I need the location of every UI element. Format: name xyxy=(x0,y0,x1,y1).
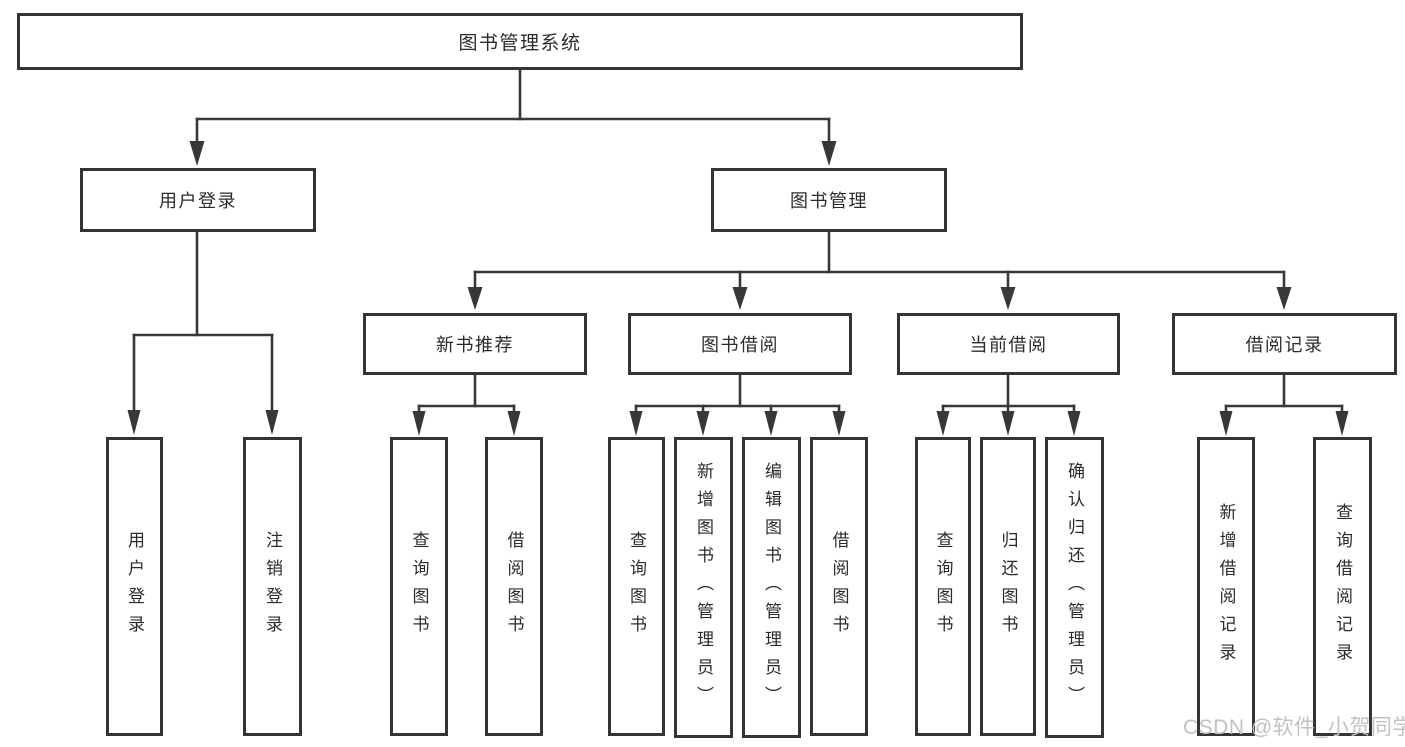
node-label: 用户登录 xyxy=(159,191,237,211)
node-label: 用户登录 xyxy=(125,530,144,643)
node-borrow-records: 借阅记录 xyxy=(1172,313,1397,375)
leaf-edit-books-admin: 编辑图书（管理员） xyxy=(742,437,801,738)
node-user-login: 用户登录 xyxy=(80,168,316,232)
leaf-query-books-recommend: 查询图书 xyxy=(390,437,448,736)
node-label: 编辑图书（管理员） xyxy=(762,461,781,714)
node-label: 图书管理系统 xyxy=(458,33,582,54)
node-label: 注销登录 xyxy=(263,530,282,643)
node-label: 查询借阅记录 xyxy=(1333,502,1352,671)
node-library-management-system: 图书管理系统 xyxy=(17,13,1023,70)
csdn-watermark: CSDN @软件_小贺同学 xyxy=(1183,716,1405,739)
leaf-return-books: 归还图书 xyxy=(980,437,1036,736)
leaf-confirm-return-admin: 确认归还（管理员） xyxy=(1045,437,1104,738)
leaf-query-borrow-record: 查询借阅记录 xyxy=(1313,437,1372,736)
node-new-book-recommend: 新书推荐 xyxy=(363,313,587,375)
leaf-add-books-admin: 新增图书（管理员） xyxy=(674,437,733,738)
node-label: 新增借阅记录 xyxy=(1216,502,1236,671)
node-label: 当前借阅 xyxy=(969,335,1048,355)
node-label: 新增图书（管理员） xyxy=(694,461,713,714)
leaf-query-books-borrow: 查询图书 xyxy=(608,437,665,736)
node-label: 借阅记录 xyxy=(1245,335,1324,355)
node-label: 借阅图书 xyxy=(504,530,524,643)
leaf-user-login: 用户登录 xyxy=(106,437,163,736)
node-label: 借阅图书 xyxy=(829,530,849,643)
node-book-borrow: 图书借阅 xyxy=(628,313,852,375)
node-label: 图书借阅 xyxy=(701,335,779,355)
arrowheads xyxy=(127,141,1349,436)
node-label: 归还图书 xyxy=(998,530,1018,643)
node-label: 图书管理 xyxy=(790,191,868,211)
node-label: 查询图书 xyxy=(409,530,429,643)
node-book-management: 图书管理 xyxy=(711,168,947,232)
leaf-borrow-books-recommend: 借阅图书 xyxy=(485,437,543,736)
leaf-add-borrow-record: 新增借阅记录 xyxy=(1197,437,1255,736)
leaf-logout-login: 注销登录 xyxy=(243,437,302,736)
node-label: 查询图书 xyxy=(627,530,646,643)
leaf-borrow-books-borrow: 借阅图书 xyxy=(810,437,868,736)
node-label: 查询图书 xyxy=(933,530,953,643)
node-current-borrow: 当前借阅 xyxy=(897,313,1120,375)
node-label: 新书推荐 xyxy=(436,335,514,355)
leaf-query-books-current: 查询图书 xyxy=(915,437,971,736)
node-label: 确认归还（管理员） xyxy=(1065,461,1084,714)
